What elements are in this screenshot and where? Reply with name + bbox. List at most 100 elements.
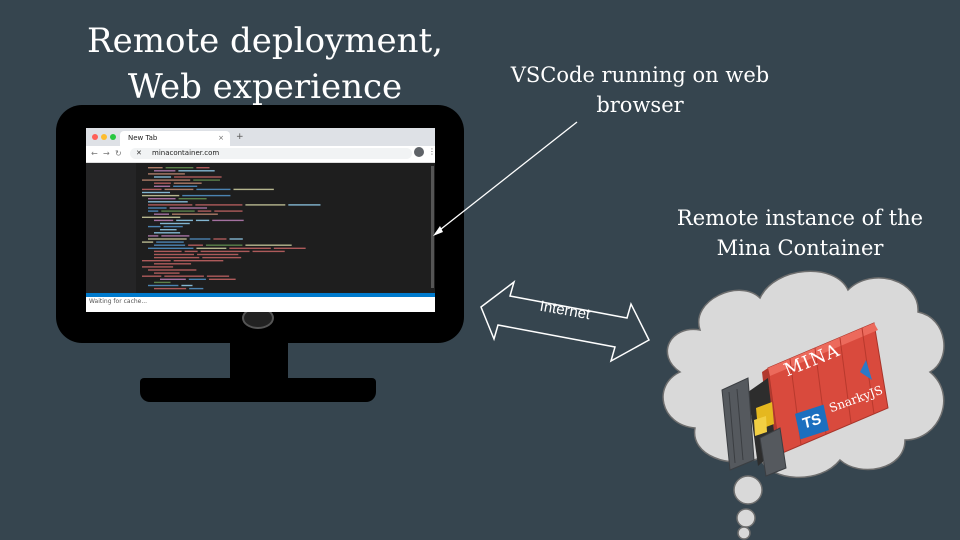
remote-note: Remote instance of the Mina Container xyxy=(650,203,950,263)
code-line-segment xyxy=(154,253,195,256)
remote-note-line-2: Mina Container xyxy=(716,236,884,260)
code-line-segment xyxy=(188,278,206,280)
code-line-segment xyxy=(288,204,321,206)
code-line-segment xyxy=(154,176,172,178)
code-line-segment xyxy=(154,250,182,253)
code-line-segment xyxy=(154,287,187,290)
code-line-segment xyxy=(229,247,271,249)
code-line-segment xyxy=(212,219,244,222)
code-line-segment xyxy=(202,256,242,259)
code-lines-graphic xyxy=(86,163,321,293)
code-line-segment xyxy=(148,207,167,209)
vscode-editor xyxy=(86,163,435,293)
code-line-segment xyxy=(173,182,202,184)
code-line-segment xyxy=(164,275,204,277)
close-window-dot-icon xyxy=(92,134,98,140)
code-line-segment xyxy=(148,198,176,200)
code-line-segment xyxy=(154,244,186,246)
code-line-segment xyxy=(206,275,230,277)
code-line-segment xyxy=(156,241,184,243)
code-line-segment xyxy=(142,179,191,181)
code-line-segment xyxy=(182,194,231,197)
code-line-segment xyxy=(188,244,203,246)
forward-arrow-icon: → xyxy=(103,149,110,158)
code-line-segment xyxy=(148,204,193,206)
code-line-segment xyxy=(154,182,171,184)
code-line-segment xyxy=(148,247,194,249)
code-line-segment xyxy=(154,185,171,187)
code-line-segment xyxy=(154,256,200,259)
code-line-segment xyxy=(142,191,171,194)
code-line-segment xyxy=(148,225,161,228)
code-line-segment xyxy=(142,216,181,218)
kebab-menu-icon: ⋮ xyxy=(428,147,435,156)
code-line-segment xyxy=(154,213,170,215)
code-line-segment xyxy=(189,238,211,240)
internet-double-arrow-icon xyxy=(480,280,650,363)
address-bar: ✕ minacontainer.com xyxy=(130,148,412,159)
code-line-segment xyxy=(196,188,231,191)
code-line-segment xyxy=(154,263,192,265)
browser-status-area: Waiting for cache... xyxy=(86,297,435,312)
slide-title: Remote deployment, Web experience xyxy=(60,18,470,110)
code-line-segment xyxy=(148,173,185,175)
code-line-segment xyxy=(148,167,163,169)
code-line-segment xyxy=(154,232,181,234)
vscode-note: VSCode running on web browser xyxy=(510,63,770,117)
title-line-2: Web experience xyxy=(127,67,403,107)
code-line-segment xyxy=(213,238,227,240)
code-line-segment xyxy=(148,235,159,237)
code-line-segment xyxy=(184,250,198,253)
code-line-segment xyxy=(245,244,292,246)
back-arrow-icon: ← xyxy=(91,149,98,158)
account-icon xyxy=(414,147,424,157)
code-line-segment xyxy=(195,219,210,222)
site-info-icon: ✕ xyxy=(136,149,142,157)
maximize-window-dot-icon xyxy=(110,134,116,140)
browser-tab: New Tab × xyxy=(120,131,230,146)
code-line-segment xyxy=(161,235,190,237)
code-line-segment xyxy=(178,198,207,200)
code-line-segment xyxy=(174,176,222,178)
code-line-segment xyxy=(148,238,187,240)
code-line-segment xyxy=(165,167,194,169)
code-line-segment xyxy=(148,210,159,212)
code-line-segment xyxy=(148,284,179,287)
reload-icon: ↻ xyxy=(115,149,122,158)
browser-loading-status: Waiting for cache... xyxy=(89,298,148,305)
callout-arrowhead-icon xyxy=(433,226,443,236)
code-line-segment xyxy=(160,278,186,280)
code-line-segment xyxy=(178,170,215,172)
remote-note-line-1: Remote instance of the xyxy=(676,206,924,230)
code-line-segment xyxy=(154,170,176,172)
code-line-segment xyxy=(193,179,220,181)
browser-window: New Tab × + ← → ↻ ✕ minacontainer.com ⋮ … xyxy=(86,128,435,312)
code-line-segment xyxy=(196,247,227,249)
code-line-segment xyxy=(172,213,218,215)
code-line-segment xyxy=(142,241,154,243)
code-line-segment xyxy=(181,284,193,287)
code-line-segment xyxy=(142,194,180,197)
title-line-1: Remote deployment, xyxy=(87,21,443,61)
code-line-segment xyxy=(154,272,180,274)
code-line-segment xyxy=(252,250,285,253)
code-line-segment xyxy=(245,204,286,206)
monitor-stand-base xyxy=(140,378,376,402)
code-line-segment xyxy=(148,269,197,271)
code-line-segment xyxy=(154,281,171,284)
code-line-segment xyxy=(142,188,162,191)
vscode-status-bar xyxy=(86,293,435,297)
code-line-segment xyxy=(142,260,171,262)
editor-scrollbar xyxy=(431,166,434,288)
code-line-segment xyxy=(142,275,162,277)
code-line-segment xyxy=(154,219,174,222)
code-line-segment xyxy=(273,247,306,249)
tab-title: New Tab xyxy=(128,134,158,142)
code-line-segment xyxy=(160,229,177,231)
code-line-segment xyxy=(208,278,236,280)
code-line-segment xyxy=(160,222,190,225)
code-line-segment xyxy=(161,210,195,212)
callout-line xyxy=(435,121,578,234)
minimize-window-dot-icon xyxy=(101,134,107,140)
editor-sidebar xyxy=(86,163,136,293)
